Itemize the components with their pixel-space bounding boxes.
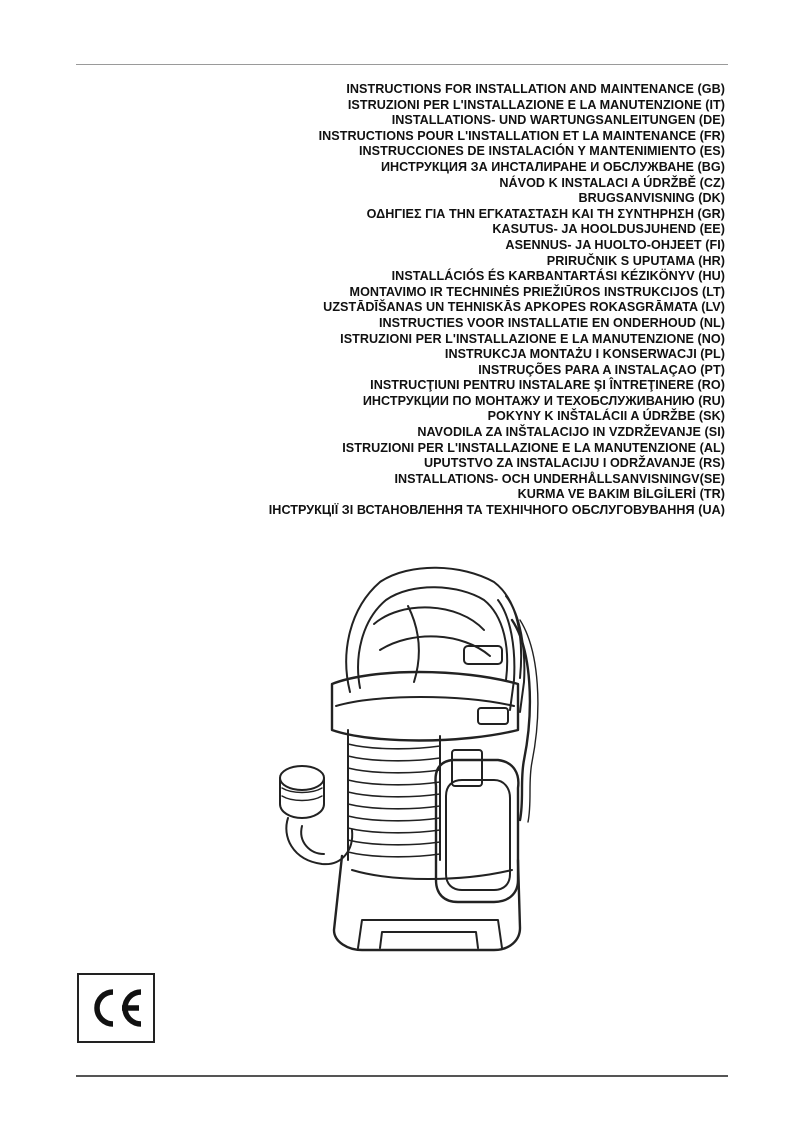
title-pt: INSTRUÇÕES PARA A INSTALAÇAO (PT) <box>478 362 725 377</box>
title-bg: ИНСТРУКЦИЯ ЗА ИНСТАЛИРАНЕ И ОБСЛУЖВАНЕ (… <box>380 159 725 174</box>
title-fr: INSTRUCTIONS POUR L'INSTALLATION ET LA M… <box>318 128 725 143</box>
title-ua: ІНСТРУКЦІЇ ЗІ ВСТАНОВЛЕННЯ ТА ТЕХНІЧНОГО… <box>268 503 725 518</box>
title-tr: KURMA VE BAKIM BİLGİLERİ (TR) <box>517 487 725 502</box>
pump-illustration <box>279 566 539 952</box>
title-de: INSTALLATIONS- UND WARTUNGSANLEITUNGEN (… <box>391 113 725 128</box>
title-gr: ΟΔΗΓΙΕΣ ΓΙΑ ΤΗΝ ΕΓΚΑΤΑΣΤΑΣΗ ΚΑΙ ΤΗ ΣΥΝΤΗ… <box>366 206 725 221</box>
title-nl: INSTRUCTIES VOOR INSTALLATIE EN ONDERHOU… <box>378 315 725 330</box>
title-es: INSTRUCCIONES DE INSTALACIÓN Y MANTENIMI… <box>358 144 725 159</box>
title-lv: UZSTĀDĪŠANAS UN TEHNISKĀS APKOPES ROKASG… <box>323 300 725 315</box>
title-gb: INSTRUCTIONS FOR INSTALLATION AND MAINTE… <box>346 82 725 96</box>
title-ru: ИНСТРУКЦИИ ПО МОНТАЖУ И ТЕХОБСЛУЖИВАНИЮ … <box>362 393 725 408</box>
title-cz: NÁVOD K INSTALACI A ÚDRŽBĚ (CZ) <box>499 175 725 190</box>
title-lt: MONTAVIMO IR TECHNINĖS PRIEŽIŪROS INSTRU… <box>349 284 725 299</box>
title-hr: PRIRUČNIK S UPUTAMA (HR) <box>546 253 725 268</box>
title-se: INSTALLATIONS- OCH UNDERHÅLLSANVISNINGV(… <box>394 471 725 486</box>
ce-mark <box>77 973 155 1043</box>
title-fi: ASENNUS- JA HUOLTO-OHJEET (FI) <box>505 237 725 252</box>
title-al: ISTRUZIONI PER L'INSTALLAZIONE E LA MANU… <box>342 440 725 455</box>
title-no: ISTRUZIONI PER L'INSTALLAZIONE E LA MANU… <box>340 331 725 346</box>
title-ee: KASUTUS- JA HOOLDUSJUHEND (EE) <box>492 222 725 237</box>
title-rs: UPUTSTVO ZA INSTALACIJU I ODRŽAVANJE (RS… <box>423 456 725 471</box>
title-it: ISTRUZIONI PER L'INSTALLAZIONE E LA MANU… <box>347 97 725 112</box>
top-divider <box>76 64 728 65</box>
ce-logo-icon <box>94 989 142 1027</box>
title-pl: INSTRUKCJA MONTAŻU I KONSERWACJI (PL) <box>444 347 725 362</box>
title-sk: POKYNY K INŠTALÁCII A ÚDRŽBE (SK) <box>487 409 725 424</box>
bottom-divider <box>76 1075 728 1077</box>
title-si: NAVODILA ZA INŠTALACIJO IN VZDRŽEVANJE (… <box>417 425 725 440</box>
title-hu: INSTALLÁCIÓS ÉS KARBANTARTÁSI KÉZIKÖNYV … <box>391 269 725 284</box>
title-dk: BRUGSANVISNING (DK) <box>578 191 725 206</box>
title-list: INSTRUCTIONS FOR INSTALLATION AND MAINTE… <box>165 82 725 519</box>
title-ro: INSTRUCŢIUNI PENTRU INSTALARE ŞI ÎNTREŢI… <box>370 378 725 393</box>
